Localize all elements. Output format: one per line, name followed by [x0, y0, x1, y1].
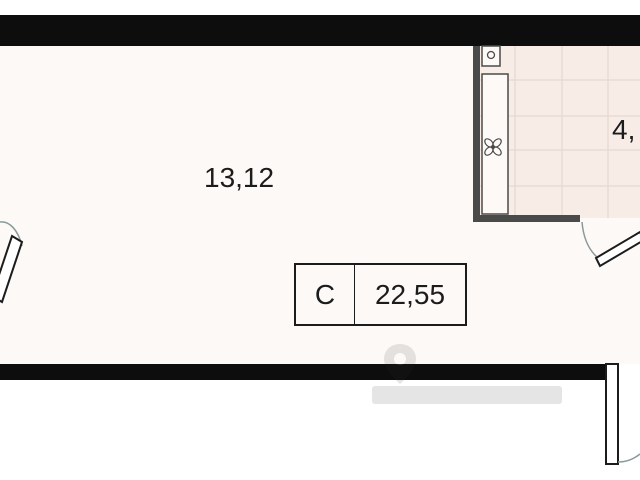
main-room-area-label: 13,12: [204, 162, 275, 193]
balcony-door: [605, 363, 640, 465]
total-area-label: 22,55: [374, 278, 446, 310]
left-door: [0, 221, 24, 304]
kitchen-partition-vertical: [473, 46, 480, 222]
kitchen-door: [581, 221, 640, 268]
stove-icon: [486, 50, 496, 60]
bottom-wall: [0, 364, 605, 380]
apartment-type-label: С: [296, 265, 355, 324]
kitchen-area-label: 4,: [612, 114, 636, 145]
top-wall: [0, 15, 640, 46]
fan-icon: [484, 138, 502, 156]
apartment-summary-box: С 22,55: [294, 263, 467, 326]
kitchen-partition-horizontal: [473, 215, 580, 222]
